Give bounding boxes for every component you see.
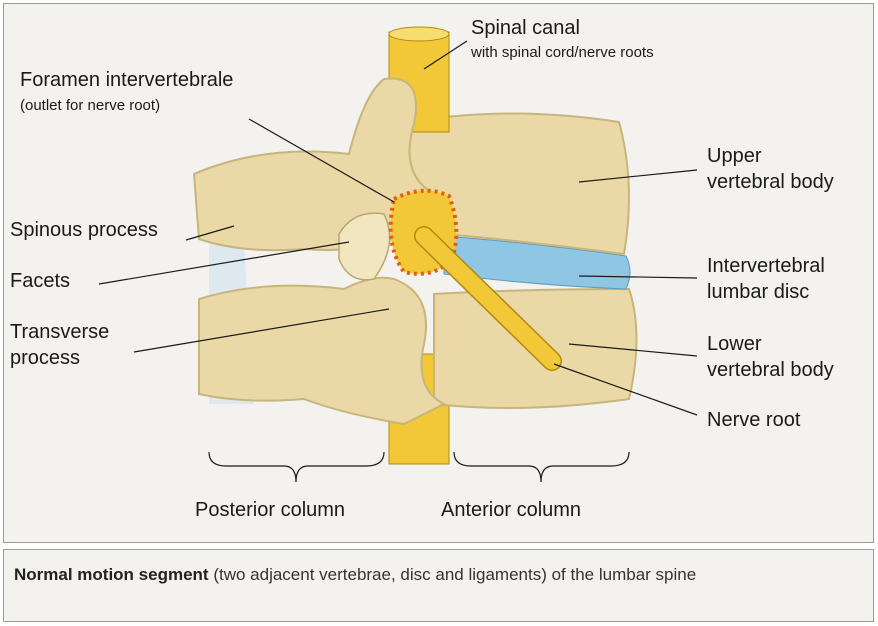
leader-lines: [98, 40, 698, 416]
spinal-cord-top: [388, 26, 450, 42]
caption-text: (two adjacent vertebrae, disc and ligame…: [208, 565, 697, 584]
label-upper-body-1: Upper: [707, 145, 762, 167]
leader-spinal-canal: [423, 40, 468, 70]
label-lower-body-2: vertebral body: [707, 359, 834, 381]
leader-lower-body: [568, 343, 698, 357]
leader-foramen: [248, 118, 395, 203]
label-spinal-canal-sub: with spinal cord/nerve roots: [471, 44, 654, 61]
label-nerve-root: Nerve root: [707, 409, 801, 431]
label-anterior-column: Anterior column: [441, 499, 582, 521]
figure-panel: Spinal canal with spinal cord/nerve root…: [3, 3, 874, 543]
spine-illustration: [98, 26, 698, 483]
leader-facets: [98, 241, 350, 285]
label-spinal-canal: Spinal canal: [471, 17, 580, 39]
facet-joint: [338, 212, 391, 281]
leader-transverse: [133, 308, 390, 353]
caption-panel: Normal motion segment (two adjacent vert…: [3, 549, 874, 622]
label-posterior-column: Posterior column: [195, 499, 346, 521]
label-facets: Facets: [10, 270, 71, 292]
label-upper-body-2: vertebral body: [707, 171, 834, 193]
leader-nerve-root: [553, 363, 698, 416]
nerve-root-fill: [415, 227, 561, 370]
posterior-column-brace: [208, 451, 385, 483]
anterior-column-brace: [453, 451, 630, 483]
label-lower-body-1: Lower: [707, 333, 762, 355]
label-spinous-process: Spinous process: [10, 219, 158, 241]
label-foramen-sub: (outlet for nerve root): [20, 97, 161, 114]
leader-spinous: [185, 225, 235, 241]
label-transverse-process-2: process: [10, 347, 81, 369]
leader-upper-body: [578, 169, 698, 183]
lower-posterior-arch: [198, 276, 447, 426]
label-disc-2: lumbar disc: [707, 281, 810, 303]
label-foramen: Foramen intervertebrale: [20, 69, 234, 91]
label-disc-1: Intervertebral: [707, 255, 825, 277]
label-transverse-process-1: Transverse: [10, 321, 110, 343]
leader-disc: [578, 275, 698, 279]
caption-bold: Normal motion segment: [14, 565, 209, 584]
